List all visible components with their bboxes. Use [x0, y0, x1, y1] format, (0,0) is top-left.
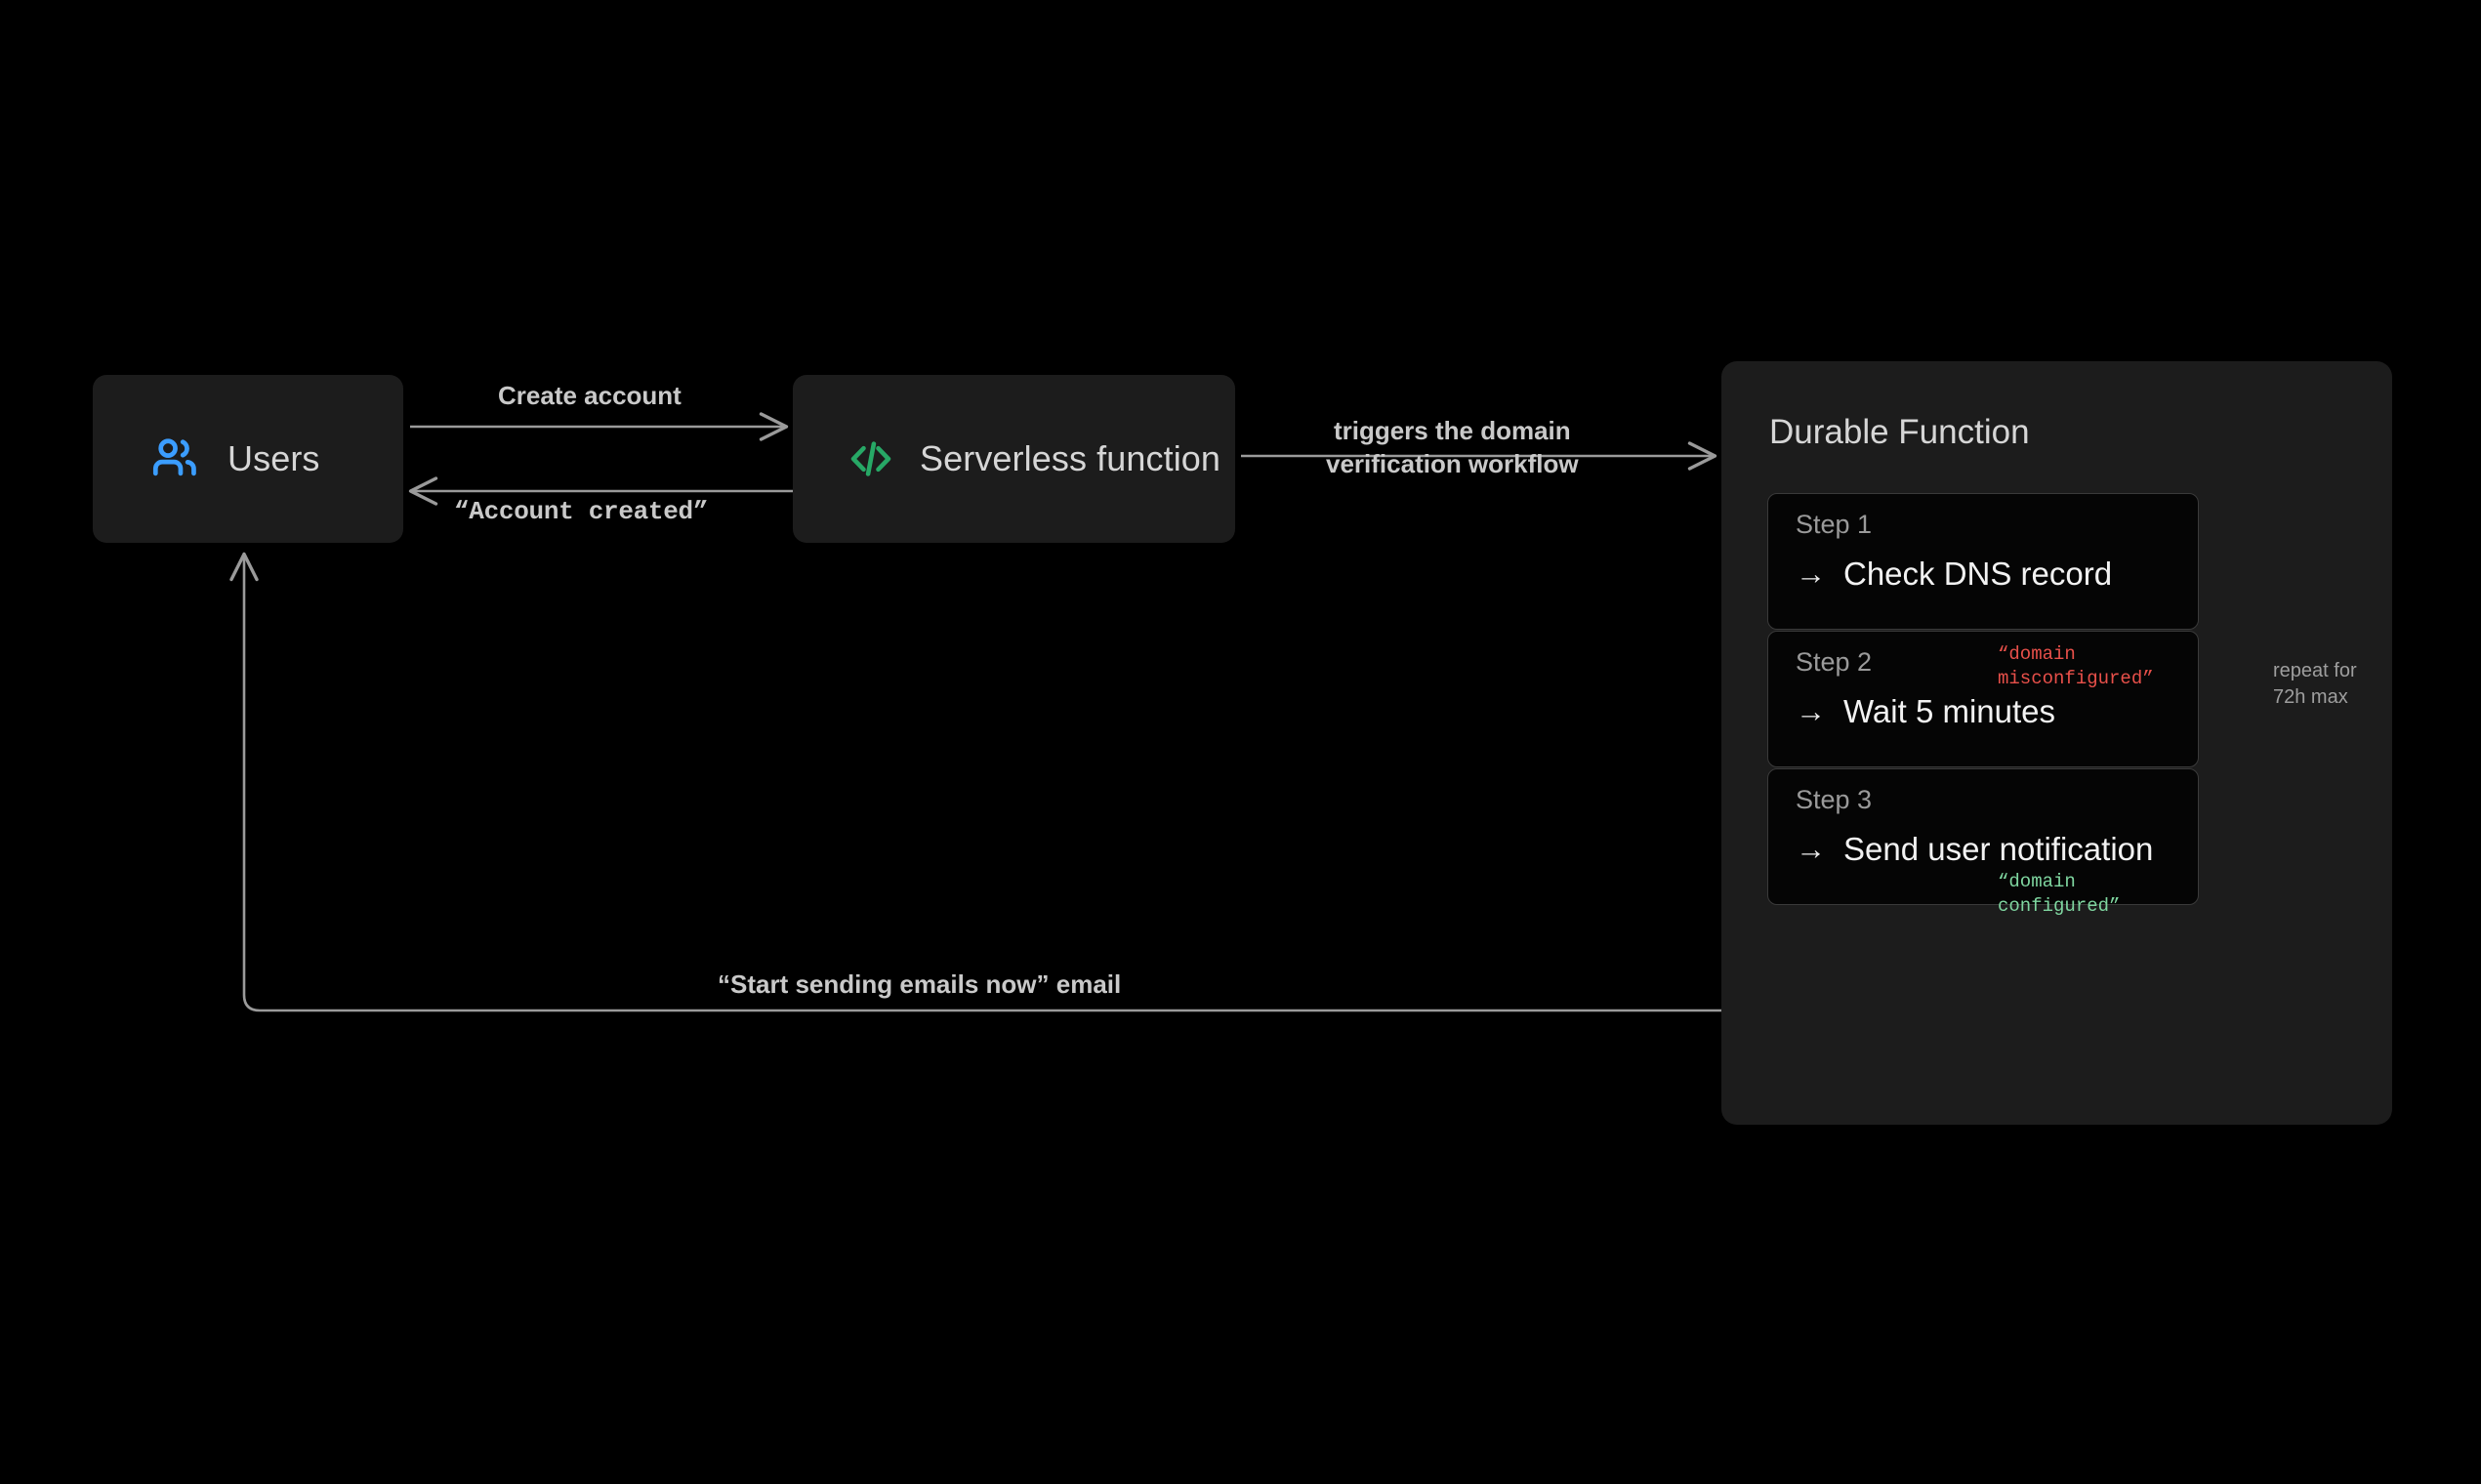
edge-label-start-sending-emails: “Start sending emails now” email [718, 969, 1122, 999]
code-brackets-icon [847, 434, 895, 483]
edge-label-create-account: Create account [498, 381, 682, 410]
edge-label-domain-misconfigured: “domain misconfigured” [1998, 643, 2154, 690]
arrow-right-icon: → [1796, 694, 1826, 728]
step-card-3[interactable]: Step 3 → Send user notification [1767, 768, 2199, 905]
edge-label-triggers-workflow: triggers the domain verification workflo… [1326, 416, 1579, 479]
step-3-eyebrow: Step 3 [1796, 785, 1873, 814]
step-2-eyebrow: Step 2 [1796, 647, 1873, 677]
panel-durable-function-title: Durable Function [1769, 413, 2030, 451]
step-card-1[interactable]: Step 1 → Check DNS record [1767, 493, 2199, 630]
node-serverless-function-label: Serverless function [920, 438, 1221, 478]
step-3-body: → Send user notification [1796, 833, 2198, 865]
edge-label-repeat-72h: repeat for 72h max [2273, 660, 2357, 708]
step-1-text: Check DNS record [1843, 556, 2113, 592]
edge-label-account-created: “Account created” [454, 497, 709, 526]
node-users-label: Users [227, 438, 320, 478]
step-3-text: Send user notification [1843, 831, 2154, 867]
node-serverless-function[interactable]: Serverless function [793, 375, 1235, 543]
step-1-eyebrow: Step 1 [1796, 510, 1873, 539]
arrow-right-icon: → [1796, 832, 1826, 866]
edge-notification-to-users [229, 552, 1765, 1012]
step-2-body: → Wait 5 minutes [1796, 695, 2198, 727]
step-2-text: Wait 5 minutes [1843, 693, 2056, 729]
step-card-2[interactable]: Step 2 → Wait 5 minutes [1767, 631, 2199, 767]
users-icon [149, 433, 202, 485]
node-users[interactable]: Users [93, 375, 403, 543]
arrow-right-icon: → [1796, 556, 1826, 591]
edge-label-domain-configured: “domain configured” [1998, 871, 2121, 918]
step-1-body: → Check DNS record [1796, 557, 2198, 590]
